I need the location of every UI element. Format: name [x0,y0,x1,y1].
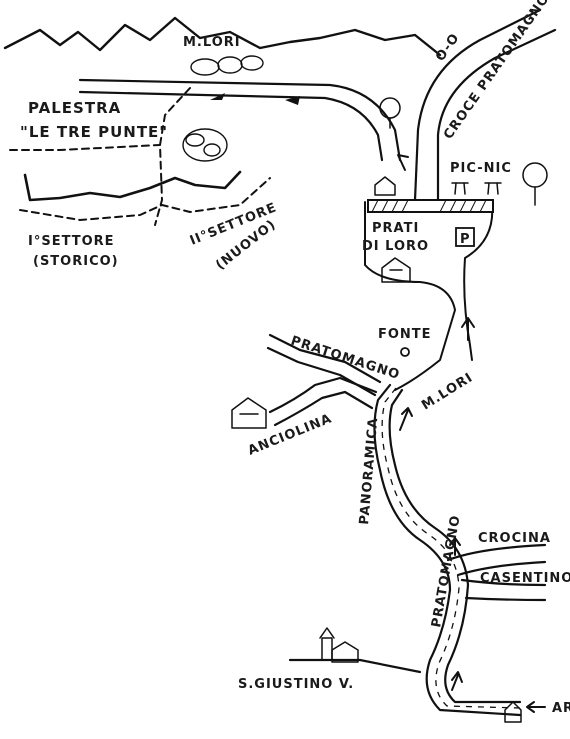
label-picnic: PIC-NIC [450,161,512,176]
croce-road-edge-a [413,8,542,202]
house-icon [231,397,267,429]
picnic-table-icon [484,182,502,195]
top-road-edge-a [78,78,402,162]
casentino-road-edge-b [464,596,547,602]
direction-arrow-icon [461,317,475,341]
house-icon [504,701,522,723]
house-icon [374,176,396,196]
direction-arrow-icon [451,671,463,691]
parking-letter: P [460,232,471,247]
label-settore-1: I°SETTORE [28,234,115,249]
main-road-center [381,387,521,709]
trail-dashed-1 [154,87,191,226]
direction-arrow-icon [397,154,409,171]
croce-road-edge-b [436,28,557,202]
church-icon [319,627,359,663]
anciolina-road-edge-b [273,390,374,427]
cliff-sector-1 [23,170,242,202]
label-road-oo: O-O [433,31,463,65]
anciolina-road-edge-a [268,376,378,414]
label-anciolina: ANCIOLINA [246,411,335,458]
label-m-lori-road: M.LORI [419,370,476,413]
giustino-road [288,658,422,674]
fountain-icon [400,347,410,357]
label-ar: AR [552,701,570,716]
label-panoramica: PANORAMICA [357,417,381,526]
house-icon [381,257,411,283]
parking-bar-hatch [371,199,487,213]
pratomagno-road-edge-a [268,333,382,384]
label-crocina: CROCINA [478,531,551,546]
rock-cluster [182,128,228,162]
label-m-lori-top: M.LORI [183,35,241,50]
mountain-ridge [3,16,442,57]
direction-arrow-icon [210,93,225,100]
label-palestra: PALESTRA [28,99,121,117]
main-road-edge-a [373,383,522,717]
direction-arrow-icon [285,96,300,105]
casentino-road-edge-a [460,578,547,587]
crocina-road-edge-a [446,543,547,562]
trail-dashed-3 [19,177,271,221]
crocina-road-edge-b [456,560,547,577]
label-settore-1-sub: (STORICO) [33,254,119,269]
tree-icon [522,162,548,206]
top-road-edge-b [78,90,384,162]
direction-arrow-icon [399,407,413,431]
label-di-loro: DI LORO [362,239,429,254]
label-s-giustino: S.GIUSTINO V. [238,677,354,692]
label-le-tre-punte: "LE TRE PUNTE" [20,123,168,141]
direction-arrow-icon [449,537,461,556]
label-prati: PRATI [372,221,419,236]
tree-icon [379,97,401,129]
bush-cluster-top [190,55,264,76]
label-pratomagno-lower: PRATOMAGNO [429,514,464,629]
label-fonte: FONTE [378,327,432,342]
parking-icon [455,227,475,247]
label-croce-pratomagno: CROCE PRATOMAGNO [441,0,553,142]
picnic-table-icon [451,182,469,195]
direction-arrow-icon [526,701,546,713]
label-casentino: CASENTINO [480,571,570,586]
trail-dashed-2 [9,144,161,151]
